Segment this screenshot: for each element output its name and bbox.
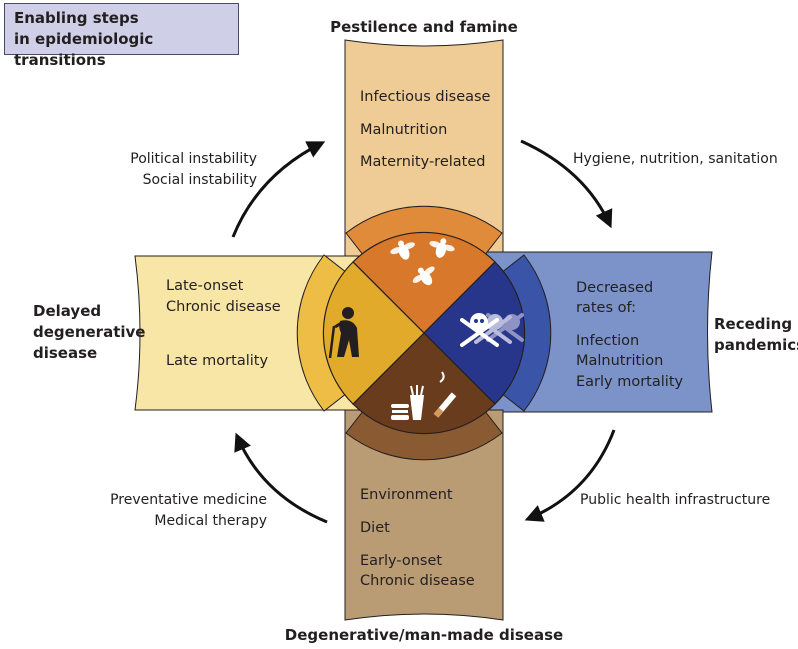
- bottom-item: Chronic disease: [360, 573, 475, 589]
- right-wedge: [423, 261, 526, 405]
- transition-label-bottom-left: Preventative medicine: [110, 492, 267, 508]
- bottom-stage-title: Degenerative/man-made disease: [285, 626, 563, 644]
- bottom-item: Diet: [360, 520, 390, 536]
- transition-label-bottom-right: Public health infrastructure: [580, 492, 770, 508]
- left-wedge: [322, 261, 425, 405]
- right-item: rates of:: [576, 300, 636, 316]
- left-stage-title-line-3: disease: [33, 344, 97, 362]
- right-stage-title-line-1: Receding: [714, 315, 792, 333]
- top-item: Infectious disease: [360, 89, 491, 105]
- left-item: Late mortality: [166, 353, 268, 369]
- right-item: Infection: [576, 333, 639, 349]
- arrow-top-right: [520, 139, 613, 229]
- right-item: Decreased: [576, 280, 653, 296]
- left-item: Chronic disease: [166, 299, 281, 315]
- top-stage-title: Pestilence and famine: [330, 18, 518, 36]
- bottom-item: Early-onset: [360, 553, 442, 569]
- transition-label-top-right: Hygiene, nutrition, sanitation: [573, 151, 778, 167]
- transition-label-top-left: Political instability: [130, 151, 257, 167]
- title-line-1: Enabling steps: [14, 9, 139, 27]
- elderly-person-icon: [328, 307, 359, 359]
- fast-food-cigarette-icon: [391, 371, 457, 420]
- bottom-banner: [344, 409, 504, 621]
- left-stage-title-line-2: degenerative: [33, 323, 145, 341]
- bottom-item: Environment: [360, 487, 453, 503]
- arrow-bottom-left: [234, 432, 328, 524]
- top-item: Maternity-related: [360, 154, 485, 170]
- skull-crossbones-icon: [460, 313, 524, 347]
- left-stage-title-line-1: Delayed: [33, 302, 101, 320]
- right-item: Malnutrition: [576, 353, 663, 369]
- left-item: Late-onset: [166, 278, 244, 294]
- bottom-wedge: [352, 332, 496, 435]
- flies-icon: [390, 238, 455, 286]
- transition-label-top-left: Social instability: [143, 172, 257, 188]
- right-stage-title-line-2: pandemics: [714, 336, 798, 354]
- arrow-top-left: [231, 141, 326, 238]
- transition-label-bottom-left: Medical therapy: [154, 513, 267, 529]
- arrow-bottom-right: [524, 429, 616, 522]
- title-line-2: in epidemiologic transitions: [14, 30, 154, 69]
- top-item: Malnutrition: [360, 122, 447, 138]
- title-box: Enabling steps in epidemiologic transiti…: [4, 3, 239, 69]
- right-item: Early mortality: [576, 374, 683, 390]
